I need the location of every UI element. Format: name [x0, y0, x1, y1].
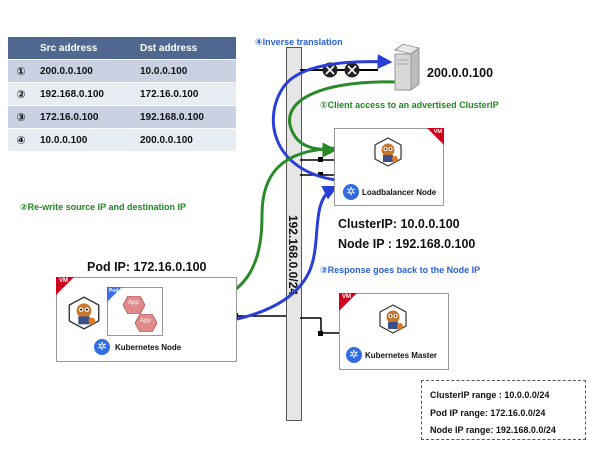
app-label: App	[128, 300, 139, 306]
link-dot	[318, 331, 323, 336]
mascot-icon	[374, 137, 402, 167]
router-icon	[322, 62, 360, 78]
table-header-src: Src address	[34, 37, 134, 60]
external-ip-label: 200.0.0.100	[427, 66, 494, 80]
src-address: 200.0.0.100	[34, 59, 134, 83]
loadbalancer-node-box: VM ✲ Loadbalancer Node	[334, 128, 444, 206]
server-icon	[394, 43, 420, 91]
table-row: ③ 172.16.0.100 192.168.0.100	[8, 105, 236, 129]
ip-range-legend: ClusterIP range : 10.0.0.0/24 Pod IP ran…	[421, 380, 586, 440]
kubernetes-icon: ✲	[343, 184, 359, 200]
table-row: ② 192.168.0.100 172.16.0.100	[8, 82, 236, 106]
src-address: 172.16.0.100	[34, 105, 134, 129]
subnet-label: 192.168.0.0/24	[286, 214, 300, 296]
note-rewrite: ②Re-write source IP and destination IP	[20, 202, 186, 212]
row-number: ③	[8, 105, 34, 129]
kubernetes-node-label: Kubernetes Node	[115, 343, 182, 352]
table-header-dst: Dst address	[134, 37, 236, 60]
app-label: App	[140, 318, 151, 324]
vm-tag: VM	[433, 129, 442, 135]
mascot-icon	[379, 304, 407, 334]
pod-tag: Pod	[109, 288, 119, 294]
pod-box: Pod App App	[107, 287, 163, 336]
row-number: ①	[8, 59, 34, 83]
vm-tag: VM	[59, 278, 68, 284]
pod-ip-range: Pod IP range: 172.16.0.0/24	[430, 407, 546, 418]
src-address: 10.0.0.100	[34, 128, 134, 151]
mascot-icon	[68, 296, 100, 330]
kubernetes-icon: ✲	[94, 339, 110, 355]
cluster-ip-label: ClusterIP: 10.0.0.100	[338, 217, 460, 231]
kubernetes-master-box: VM ✲ Kubernetes Master	[339, 293, 449, 370]
pod-ip-label: Pod IP: 172.16.0.100	[87, 260, 207, 274]
dst-address: 192.168.0.100	[134, 105, 236, 129]
table-header-num	[8, 37, 34, 60]
table-row: ④ 10.0.0.100 200.0.0.100	[8, 128, 236, 151]
app-hexagon	[123, 296, 145, 314]
row-number: ④	[8, 128, 34, 151]
src-address: 192.168.0.100	[34, 82, 134, 106]
kubernetes-icon: ✲	[346, 347, 362, 363]
kubernetes-node-box: VM Pod App App ✲ Kubernetes Node	[56, 277, 237, 362]
loadbalancer-node-label: Loadbalancer Node	[362, 188, 437, 197]
app-hexagon	[135, 314, 157, 332]
address-table: Src address Dst address ① 200.0.0.100 10…	[8, 37, 236, 151]
kubernetes-master-label: Kubernetes Master	[365, 351, 438, 360]
node-ip-label: Node IP : 192.168.0.100	[338, 237, 476, 251]
link-dot	[318, 172, 323, 177]
cluster-ip-range: ClusterIP range : 10.0.0.0/24	[430, 390, 550, 400]
note-response: ③Response goes back to the Node IP	[320, 265, 481, 275]
dst-address: 172.16.0.100	[134, 82, 236, 106]
node-ip-range: Node IP range: 192.168.0.0/24	[430, 425, 556, 435]
link-dot	[318, 157, 323, 162]
table-header-row: Src address Dst address	[8, 37, 236, 60]
dst-address: 200.0.0.100	[134, 128, 236, 151]
vm-tag: VM	[342, 294, 351, 300]
dst-address: 10.0.0.100	[134, 59, 236, 83]
note-client-access: ①Client access to an advertised ClusterI…	[320, 100, 499, 110]
row-number: ②	[8, 82, 34, 106]
note-inverse-translation: ④Inverse translation	[255, 37, 343, 47]
table-row: ① 200.0.0.100 10.0.0.100	[8, 59, 236, 83]
